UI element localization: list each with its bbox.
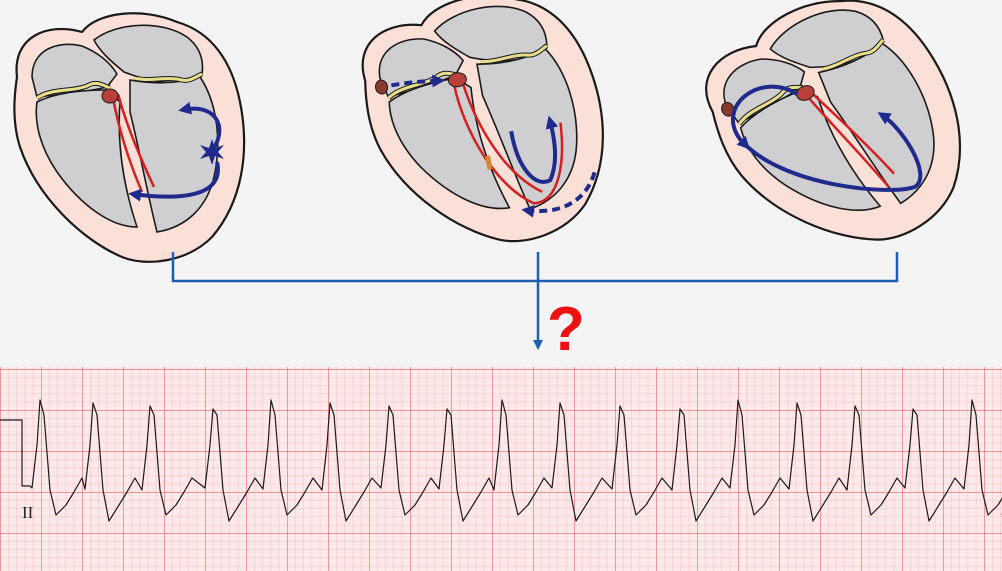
connector-bracket [171, 252, 899, 350]
dashed-arrow-icon [521, 171, 597, 218]
dashed-arrow-icon [391, 74, 446, 88]
av-node [796, 85, 815, 101]
arrow-icon [178, 101, 222, 152]
heart-panel-3 [686, 0, 992, 284]
block-marker [485, 155, 493, 170]
right-bundle-branch [116, 93, 156, 188]
question-mark: ? [547, 295, 585, 364]
right-bundle-branch [459, 76, 543, 193]
loop-arrow-icon [731, 84, 923, 192]
left-bundle-branch [451, 75, 564, 205]
av-node [447, 72, 467, 88]
lead-label: II [22, 503, 34, 522]
ecg-trace [0, 399, 1002, 522]
left-bundle-branch [801, 89, 890, 188]
ecg-strip: II [0, 367, 1002, 571]
heart-panel-2 [352, 0, 621, 263]
arrow-icon [736, 135, 750, 150]
arrow-icon [128, 161, 220, 202]
sa-node [721, 101, 735, 117]
starburst-icon [200, 139, 224, 165]
heart-panel-1 [14, 13, 244, 262]
av-node [101, 88, 119, 104]
sa-node [374, 79, 389, 95]
u-arrow-icon [509, 115, 559, 184]
right-bundle-branch [807, 88, 895, 175]
